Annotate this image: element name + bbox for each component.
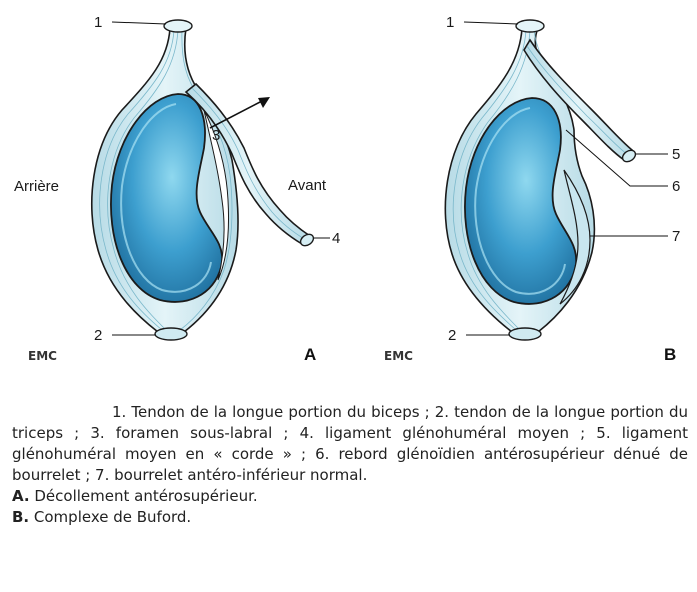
label-5-b: 5 — [672, 146, 680, 163]
label-1-b: 1 — [446, 14, 454, 31]
caption-a-letter: A. — [12, 487, 30, 505]
panel-a: 1 2 3 4 Arrière Avant EMC A — [14, 14, 340, 364]
label-front: Avant — [288, 177, 327, 194]
caption-b-text: Complexe de Buford. — [29, 508, 191, 526]
emc-logo-b: EMC — [384, 349, 413, 363]
caption-a-text: Décollement antérosupérieur. — [30, 487, 258, 505]
triceps-tendon-b — [509, 328, 541, 340]
panel-letter-b: B — [664, 345, 676, 364]
caption-legend: 1. Tendon de la longue portion du biceps… — [12, 402, 688, 486]
label-back: Arrière — [14, 178, 59, 195]
label-4-a: 4 — [332, 230, 340, 247]
biceps-tendon-b — [516, 20, 544, 32]
label-2-b: 2 — [448, 327, 456, 344]
caption-b: B. Complexe de Buford. — [12, 507, 688, 528]
label-1-a: 1 — [94, 14, 102, 31]
figure-diagram: 1 2 3 4 Arrière Avant EMC A — [0, 0, 697, 372]
label-6-b: 6 — [672, 178, 680, 195]
biceps-tendon-a — [164, 20, 192, 32]
label-7-b: 7 — [672, 228, 680, 245]
caption-a: A. Décollement antérosupérieur. — [12, 486, 688, 507]
panel-letter-a: A — [304, 345, 316, 364]
triceps-tendon-a — [155, 328, 187, 340]
panel-b: 1 2 5 6 7 EMC B — [384, 14, 680, 364]
emc-logo-a: EMC — [28, 349, 57, 363]
label-3-a: 3 — [212, 127, 220, 144]
label-2-a: 2 — [94, 327, 102, 344]
caption-b-letter: B. — [12, 508, 29, 526]
figure-caption: 1. Tendon de la longue portion du biceps… — [12, 402, 688, 528]
